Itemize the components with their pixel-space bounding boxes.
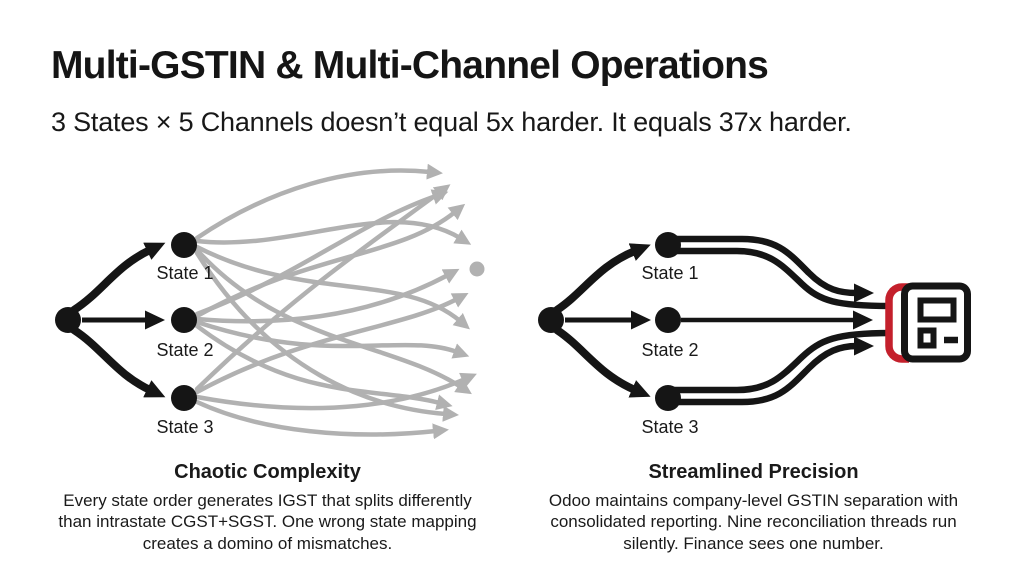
chaotic-flow-arrow [194, 250, 459, 422]
root-node [55, 307, 81, 333]
page-subtitle: 3 States × 5 Channels doesn’t equal 5x h… [51, 107, 852, 137]
state1-label: State 1 [641, 263, 698, 283]
chaotic-flow-arrow [194, 323, 453, 411]
chaotic-flow-arrow [194, 268, 460, 324]
state3-flow-arrow [668, 336, 874, 406]
chaotic-tangle-lines [194, 163, 477, 440]
caption-chaotic-line-3: creates a domino of mismatches. [142, 533, 393, 553]
ledger-top-window [917, 297, 957, 323]
root-to-state1-arrow [70, 242, 166, 314]
chaotic-flow-arrow [194, 399, 449, 440]
root-node [538, 307, 564, 333]
consolidation-flow-lines [668, 235, 892, 406]
caption-streamlined-line-2: consolidated reporting. Nine reconciliat… [550, 512, 957, 532]
state1-flow-line [668, 247, 892, 310]
caption-streamlined-line-1: Odoo maintains company-level GSTIN separ… [548, 491, 959, 510]
chaotic-flow-arrow [194, 244, 470, 330]
caption-chaotic-line-2: than intrastate CGST+SGST. One wrong sta… [58, 512, 477, 532]
ledger-book-icon [885, 282, 971, 363]
state3-label: State 3 [641, 417, 698, 437]
state2-node [171, 307, 197, 333]
stray-endpoint-dot [469, 261, 485, 277]
state3-node [171, 385, 197, 411]
chaotic-flow-arrow [194, 247, 472, 395]
caption-chaotic-title: Chaotic Complexity [174, 461, 361, 483]
chaotic-flow-arrow [194, 319, 470, 359]
chaotic-flow-arrow [194, 203, 466, 319]
state3-label: State 3 [156, 417, 213, 437]
chaotic-flow-arrow [194, 292, 469, 395]
ledger-red-spine [885, 283, 909, 363]
chaotic-network-diagram: State 1 State 2 State 3 [55, 163, 485, 440]
state1-node [171, 232, 197, 258]
state2-label: State 2 [641, 340, 698, 360]
ledger-small-square [917, 327, 937, 349]
root-to-state3-arrow [70, 326, 166, 398]
root-to-state1-arrow [553, 243, 651, 314]
state3-node [655, 385, 681, 411]
state3-flow-line [668, 329, 892, 394]
chaotic-flow-arrow [194, 163, 443, 241]
caption-chaotic-line-1: Every state order generates IGST that sp… [63, 491, 472, 510]
caption-streamlined-title: Streamlined Precision [648, 461, 859, 483]
root-to-state3-arrow [553, 326, 651, 398]
page-title: Multi-GSTIN & Multi-Channel Operations [51, 44, 769, 87]
chaotic-flow-arrow [194, 184, 451, 392]
state2-label: State 2 [156, 340, 213, 360]
state1-flow-arrow [668, 235, 874, 303]
caption-chaotic: Chaotic Complexity Every state order gen… [45, 460, 490, 554]
state2-node [655, 307, 681, 333]
streamlined-network-diagram: State 1 State 2 State 3 [538, 232, 971, 437]
caption-streamlined: Streamlined Precision Odoo maintains com… [531, 460, 976, 554]
state1-label: State 1 [156, 263, 213, 283]
caption-streamlined-line-3: silently. Finance sees one number. [623, 533, 884, 553]
chaotic-flow-arrow [194, 372, 477, 411]
state1-node [655, 232, 681, 258]
